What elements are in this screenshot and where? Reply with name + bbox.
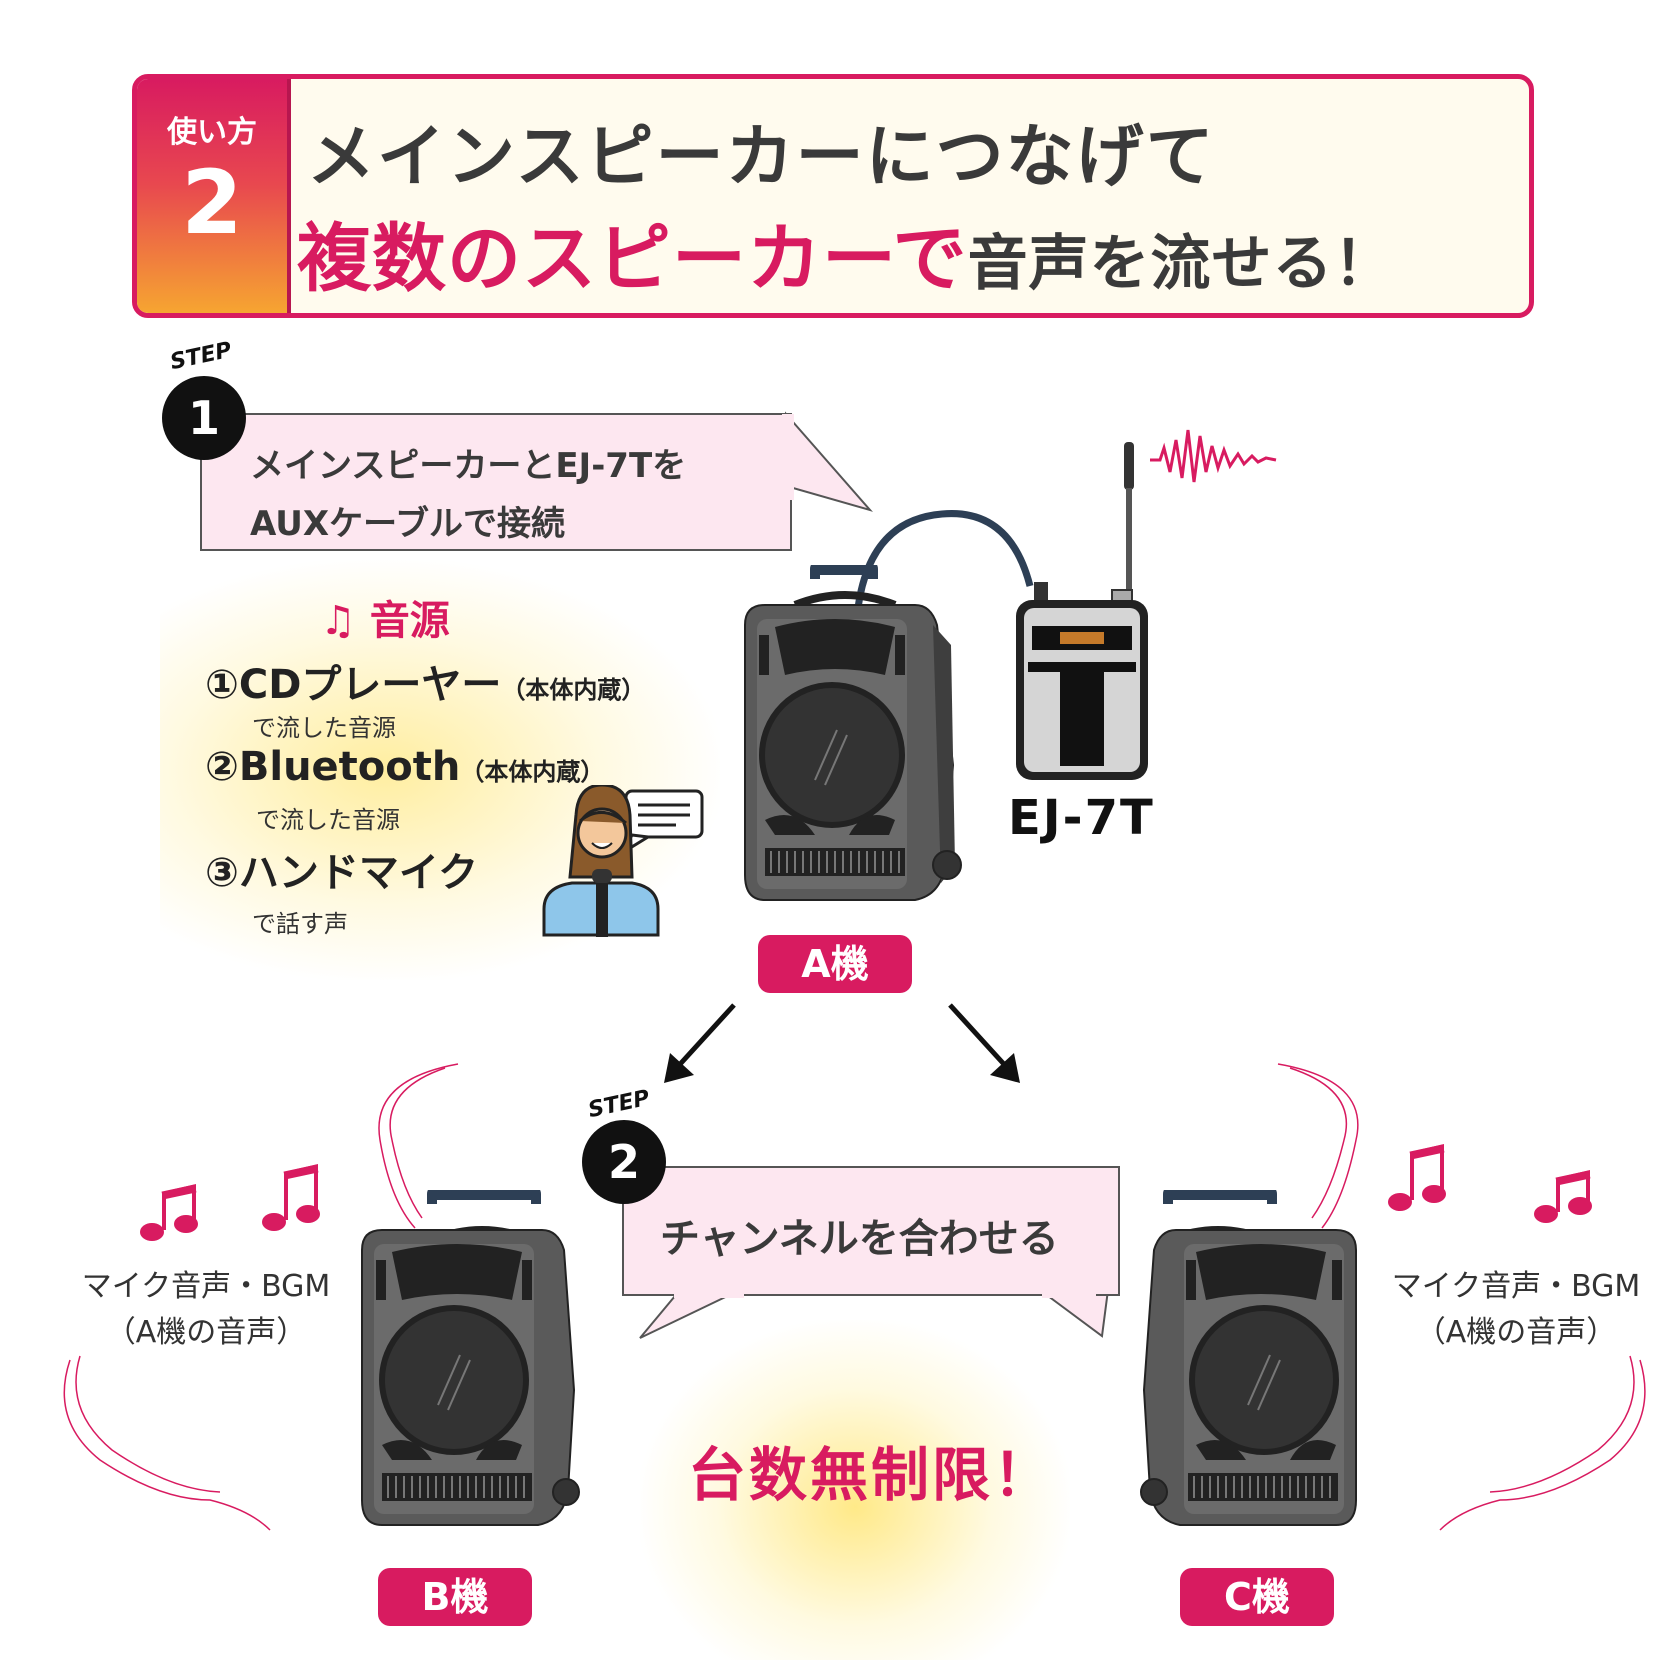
source-cd-main: ①CDプレーヤー [205, 662, 502, 708]
speaker-b [361, 1190, 580, 1526]
step1-callout: メインスピーカーとEJ-7Tを AUXケーブルで接続 [200, 413, 792, 551]
music-note-icon [262, 1164, 320, 1231]
music-note-icon [1388, 1144, 1446, 1211]
source-item-bluetooth: ②Bluetooth（本体内蔵） [205, 744, 604, 790]
ej7t-label: EJ-7T [1008, 790, 1155, 846]
step2-badge: 2 [582, 1120, 666, 1204]
sources-heading: ♫ 音源 [320, 598, 450, 644]
title-line-1: メインスピーカーにつなげて [307, 118, 1216, 197]
presenter-icon [542, 785, 704, 937]
step1-text-line2: AUXケーブルで接続 [250, 504, 566, 544]
source-mic-sub: で話す声 [252, 910, 348, 938]
source-item-handmic: ③ハンドマイク [205, 840, 478, 898]
source-mic-main: ③ハンドマイク [205, 850, 479, 896]
source-bt-main: ②Bluetooth [205, 744, 461, 790]
branch-arrows [664, 1003, 1020, 1083]
source-item-cd: ①CDプレーヤー（本体内蔵） [205, 652, 645, 710]
source-cd-note: （本体内蔵） [501, 676, 646, 704]
step1-badge: 1 [162, 376, 246, 460]
callout-tail-cover [782, 414, 794, 500]
arrow-right-icon [948, 1003, 1020, 1083]
unit-c-label: C機 [1180, 1568, 1334, 1626]
step2-word: STEP [586, 1085, 652, 1124]
arrow-left-icon [664, 1003, 736, 1083]
source-cd-sub: で流した音源 [252, 714, 396, 742]
unit-a-label: A機 [758, 935, 912, 993]
step1-word: STEP [168, 337, 234, 376]
right-caption: マイク音声・BGM （A機の音声） [1366, 1264, 1666, 1356]
ej7t-device [1016, 442, 1148, 780]
usage-badge-label: 使い方 [167, 115, 257, 150]
usage-badge-number: 2 [181, 151, 243, 254]
aux-cable [854, 510, 1034, 609]
left-sound-decor [63, 1063, 459, 1531]
music-note-icon [1534, 1170, 1592, 1223]
unlimited-glow [640, 1320, 1070, 1660]
step2-text: チャンネルを合わせる [660, 1216, 1059, 1262]
title-rest: 音声を流せる！ [967, 229, 1395, 299]
left-caption-line1: マイク音声・BGM [81, 1269, 331, 1304]
music-note-icon [140, 1184, 198, 1241]
unlimited-text: 台数無制限！ [688, 1441, 1055, 1509]
right-sound-decor [1277, 1063, 1646, 1531]
speaker-c [1140, 1190, 1357, 1526]
step1-text-line1: メインスピーカーとEJ-7Tを [250, 446, 687, 486]
source-bt-note: （本体内蔵） [460, 758, 605, 786]
header-banner: 使い方 2 メインスピーカーにつなげて 複数のスピーカーで音声を流せる！ [132, 74, 1534, 318]
source-bt-sub: で流した音源 [256, 806, 400, 834]
speaker-a [744, 565, 962, 901]
left-caption: マイク音声・BGM （A機の音声） [56, 1264, 356, 1356]
title-highlight: 複数のスピーカーで [297, 216, 968, 302]
step2-callout: チャンネルを合わせる [622, 1166, 1120, 1296]
unit-b-label: B機 [378, 1568, 532, 1626]
title-line-2: 複数のスピーカーで音声を流せる！ [297, 199, 1395, 306]
usage-badge: 使い方 2 [137, 79, 291, 313]
right-caption-line2: （A機の音声） [1415, 1315, 1617, 1350]
left-caption-line2: （A機の音声） [105, 1315, 307, 1350]
callout-tail-cover-2 [674, 1286, 1096, 1298]
right-caption-line1: マイク音声・BGM [1391, 1269, 1641, 1304]
soundwave-icon [1150, 429, 1277, 483]
